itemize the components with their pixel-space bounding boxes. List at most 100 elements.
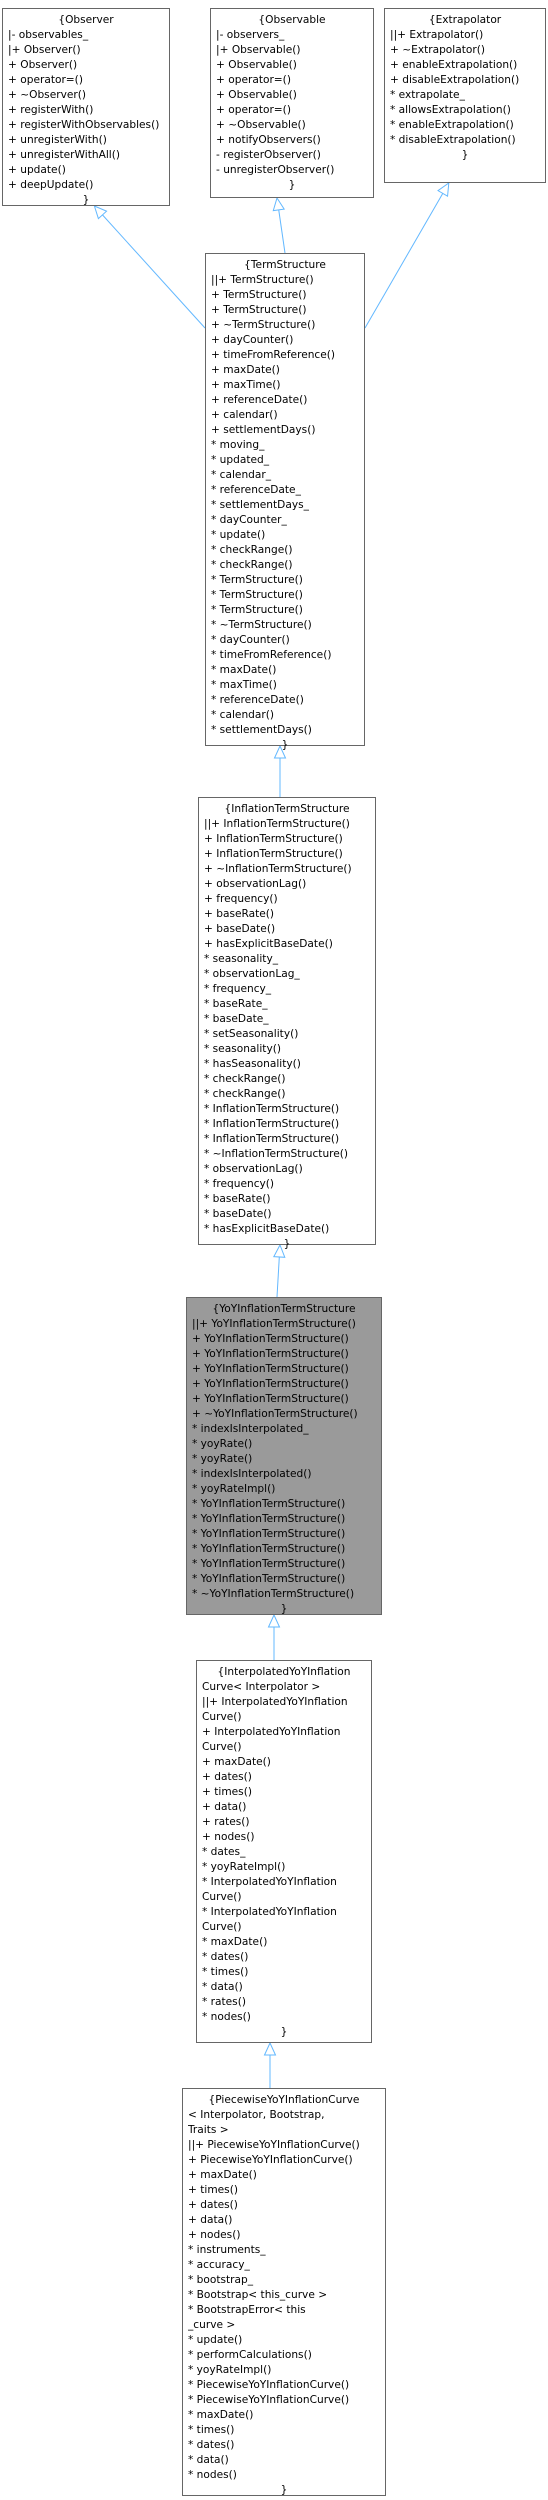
- member-line: {Observable: [258, 14, 326, 26]
- member-line: * YoYInflationTermStructure(): [192, 1498, 346, 1510]
- member-line: * settlementDays_: [211, 499, 309, 511]
- member-line: * seasonality(): [204, 1043, 281, 1055]
- member-line: + InflationTermStructure(): [204, 848, 343, 860]
- member-line: {InterpolatedYoYInflation: [217, 1666, 351, 1678]
- member-line: + YoYInflationTermStructure(): [192, 1333, 349, 1345]
- member-line: + update(): [8, 164, 66, 176]
- member-line: + disableExtrapolation(): [390, 74, 520, 86]
- member-line: + settlementDays(): [211, 424, 316, 436]
- member-line: |- observables_: [8, 29, 89, 41]
- member-line: ||+ TermStructure(): [211, 274, 314, 286]
- edge-yoy-inflation-arrowhead: [273, 1243, 286, 1258]
- edge-interpolated-yoy-arrowhead: [267, 1613, 281, 1628]
- member-line: + ~Observer(): [8, 89, 86, 101]
- member-line: * disableExtrapolation(): [390, 134, 516, 146]
- member-line: ||+ InflationTermStructure(): [204, 818, 350, 830]
- member-line: + operator=(): [8, 74, 83, 86]
- member-line: * Bootstrap< this_curve >: [188, 2289, 328, 2301]
- member-line: * baseRate_: [204, 998, 268, 1010]
- member-line: _curve >: [188, 2319, 236, 2331]
- class-observer[interactable]: {Observer|- observables_|+ Observer()+ O…: [2, 8, 170, 206]
- class-yoy-inflation-term-structure[interactable]: {YoYInflationTermStructure||+ YoYInflati…: [186, 1297, 382, 1615]
- inheritance-edges: [93, 181, 450, 2088]
- member-line: + dayCounter(): [211, 334, 294, 346]
- member-line: - unregisterObserver(): [216, 164, 335, 176]
- member-line: + times(): [188, 2184, 238, 2196]
- edge-termstructure-observable-line: [278, 209, 286, 254]
- class-term-structure[interactable]: {TermStructure||+ TermStructure()+ TermS…: [205, 253, 365, 751]
- member-line: }: [288, 179, 296, 191]
- member-line: + referenceDate(): [211, 394, 308, 406]
- class-inflation-term-structure[interactable]: {InflationTermStructure||+ InflationTerm…: [198, 797, 376, 1250]
- edge-termstructure-observer-line: [102, 214, 206, 329]
- member-line: * calendar_: [211, 469, 272, 481]
- member-line: * baseDate_: [204, 1013, 269, 1025]
- member-line: * moving_: [211, 439, 265, 451]
- member-line: + InflationTermStructure(): [204, 833, 343, 845]
- member-line: * data(): [202, 1981, 243, 1993]
- member-line: Curve< Interpolator >: [202, 1681, 321, 1693]
- member-line: * baseDate(): [204, 1208, 272, 1220]
- member-line: * update(): [211, 529, 266, 541]
- member-line: + calendar(): [211, 409, 278, 421]
- member-line: * YoYInflationTermStructure(): [192, 1543, 346, 1555]
- member-line: * observationLag(): [204, 1163, 303, 1175]
- member-line: * ~InflationTermStructure(): [204, 1148, 349, 1160]
- member-line: + timeFromReference(): [211, 349, 336, 361]
- member-line: * YoYInflationTermStructure(): [192, 1513, 346, 1525]
- member-line: }: [461, 149, 469, 161]
- member-line: ||+ InterpolatedYoYInflation: [202, 1696, 348, 1708]
- member-line: * PiecewiseYoYInflationCurve(): [188, 2394, 350, 2406]
- member-line: * indexIsInterpolated(): [192, 1468, 312, 1480]
- class-piecewise-yoy-inflation-curve[interactable]: {PiecewiseYoYInflationCurve < Interpolato…: [182, 2088, 386, 2496]
- member-line: * nodes(): [202, 2011, 251, 2023]
- member-line: |+ Observable(): [216, 44, 301, 56]
- class-extrapolator[interactable]: {Extrapolator||+ Extrapolator()+ ~Extrap…: [384, 8, 546, 183]
- member-line: + data(): [188, 2214, 233, 2226]
- edge-piecewise-interpolated-arrowhead: [263, 2041, 277, 2056]
- member-line: + YoYInflationTermStructure(): [192, 1363, 349, 1375]
- member-line: + Observer(): [8, 59, 78, 71]
- member-line: * performCalculations(): [188, 2349, 312, 2361]
- member-line: * InflationTermStructure(): [204, 1118, 340, 1130]
- member-line: * maxDate(): [202, 1936, 268, 1948]
- member-line: * dates(): [202, 1951, 249, 1963]
- member-line: * checkRange(): [211, 559, 293, 571]
- member-line: + notifyObservers(): [216, 134, 321, 146]
- member-line: + ~InflationTermStructure(): [204, 863, 352, 875]
- member-line: + nodes(): [188, 2229, 241, 2241]
- member-line: + maxDate(): [211, 364, 280, 376]
- member-line: * yoyRateImpl(): [192, 1483, 276, 1495]
- member-line: }: [281, 739, 289, 751]
- member-line: {PiecewiseYoYInflationCurve: [208, 2094, 360, 2106]
- member-line: * InterpolatedYoYInflation: [202, 1876, 337, 1888]
- member-line: Curve(): [202, 1891, 242, 1903]
- member-line: + operator=(): [216, 104, 291, 116]
- member-line: }: [280, 2484, 288, 2496]
- member-line: * times(): [188, 2424, 235, 2436]
- member-line: * dates_: [202, 1846, 246, 1858]
- member-line: + Observable(): [216, 59, 297, 71]
- member-line: * maxTime(): [211, 679, 277, 691]
- member-line: * YoYInflationTermStructure(): [192, 1558, 346, 1570]
- member-line: * timeFromReference(): [211, 649, 332, 661]
- member-line: * rates(): [202, 1996, 246, 2008]
- member-line: < Interpolator, Bootstrap,: [188, 2109, 325, 2121]
- member-line: + data(): [202, 1801, 247, 1813]
- member-line: + dates(): [202, 1771, 252, 1783]
- member-line: * observationLag_: [204, 968, 300, 980]
- member-line: * PiecewiseYoYInflationCurve(): [188, 2379, 350, 2391]
- member-line: * extrapolate_: [390, 89, 465, 101]
- member-line: * bootstrap_: [188, 2274, 254, 2286]
- member-line: + frequency(): [204, 893, 278, 905]
- member-line: + deepUpdate(): [8, 179, 94, 191]
- class-observable[interactable]: {Observable|- observers_|+ Observable()+…: [210, 8, 374, 198]
- member-line: * updated_: [211, 454, 270, 466]
- member-line: + TermStructure(): [211, 304, 307, 316]
- member-line: * TermStructure(): [211, 574, 303, 586]
- member-line: * frequency(): [204, 1178, 275, 1190]
- member-line: ||+ YoYInflationTermStructure(): [192, 1318, 356, 1330]
- member-line: * instruments_: [188, 2244, 266, 2256]
- member-line: + ~TermStructure(): [211, 319, 316, 331]
